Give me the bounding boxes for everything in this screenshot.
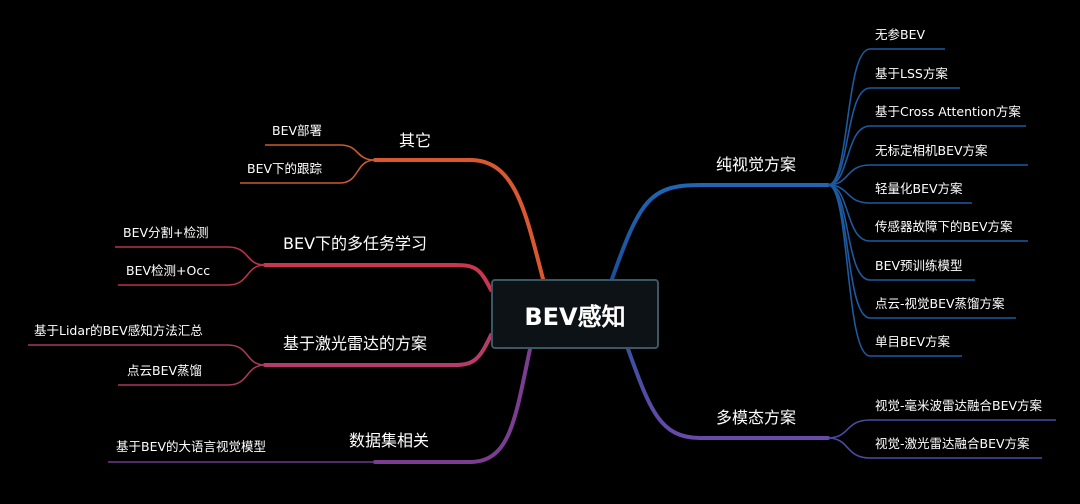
dataset-leaf-1[interactable]: 基于BEV的大语言视觉模型 [116, 439, 267, 454]
vision-leaf-7[interactable]: BEV预训练模型 [875, 258, 963, 273]
edge-vision-leaf-9 [827, 184, 962, 357]
edge-multimodal-leaf-1 [827, 419, 1056, 439]
edge-vision-leaf-2 [827, 87, 960, 186]
edge-root-vision [610, 183, 830, 281]
edge-vision-leaf-5 [827, 184, 972, 204]
multimodal-leaf-2[interactable]: 视觉-激光雷达融合BEV方案 [875, 436, 1030, 451]
edge-root-multimodal [626, 347, 830, 440]
multitask-leaf-2[interactable]: BEV检测+Occ [126, 263, 211, 278]
vision-leaf-9[interactable]: 单目BEV方案 [875, 334, 951, 349]
edge-multitask-leaf-2 [118, 264, 266, 286]
vision-leaf-8[interactable]: 点云-视觉BEV蒸馏方案 [875, 296, 1005, 311]
branch-dataset[interactable]: 数据集相关 [349, 431, 430, 450]
branch-other[interactable]: 其它 [399, 131, 432, 150]
branch-lidar[interactable]: 基于激光雷达的方案 [283, 334, 428, 353]
edge-multimodal-leaf-2 [827, 437, 1042, 459]
branch-multitask[interactable]: BEV下的多任务学习 [283, 234, 428, 253]
edge-other-leaf-2 [240, 159, 376, 184]
edge-lidar-leaf-2 [118, 364, 266, 386]
lidar-leaf-connectors [28, 344, 266, 386]
vision-leaf-1[interactable]: 无参BEV [875, 27, 926, 42]
multimodal-leaf-connectors [827, 419, 1056, 459]
vision-leaf-connectors [827, 48, 1028, 357]
root-node[interactable]: BEV感知 [491, 279, 659, 349]
multitask-leaf-connectors [115, 246, 266, 286]
lidar-leaf-1[interactable]: 基于Lidar的BEV感知方法汇总 [34, 323, 203, 338]
other-leaf-1[interactable]: BEV部署 [272, 123, 323, 138]
vision-leaf-4[interactable]: 无标定相机BEV方案 [875, 143, 988, 158]
other-leaf-connectors [240, 144, 376, 184]
multitask-leaf-1[interactable]: BEV分割+检测 [123, 225, 209, 240]
edge-root-dataset [373, 347, 532, 464]
edge-root-lidar [263, 333, 493, 367]
vision-leaf-2[interactable]: 基于LSS方案 [875, 66, 948, 81]
branch-vision[interactable]: 纯视觉方案 [716, 155, 797, 174]
vision-leaf-3[interactable]: 基于Cross Attention方案 [875, 104, 1021, 119]
edge-vision-leaf-3 [827, 125, 1026, 186]
edge-root-other [373, 158, 545, 281]
other-leaf-2[interactable]: BEV下的跟踪 [247, 161, 323, 176]
vision-leaf-5[interactable]: 轻量化BEV方案 [875, 181, 963, 196]
lidar-leaf-2[interactable]: 点云BEV蒸馏 [127, 363, 203, 378]
multimodal-leaf-1[interactable]: 视觉-毫米波雷达融合BEV方案 [875, 398, 1043, 413]
branch-multimodal[interactable]: 多模态方案 [716, 408, 797, 427]
root-label: BEV感知 [524, 302, 626, 331]
edge-lidar-leaf-1 [28, 344, 266, 366]
edge-other-leaf-1 [265, 144, 376, 161]
edge-vision-leaf-1 [827, 48, 945, 186]
edge-root-multitask [263, 263, 493, 292]
edge-vision-leaf-6 [827, 184, 1028, 242]
vision-leaf-6[interactable]: 传感器故障下的BEV方案 [875, 219, 1013, 234]
edge-multitask-leaf-1 [115, 246, 266, 266]
edge-vision-leaf-4 [827, 164, 1028, 186]
